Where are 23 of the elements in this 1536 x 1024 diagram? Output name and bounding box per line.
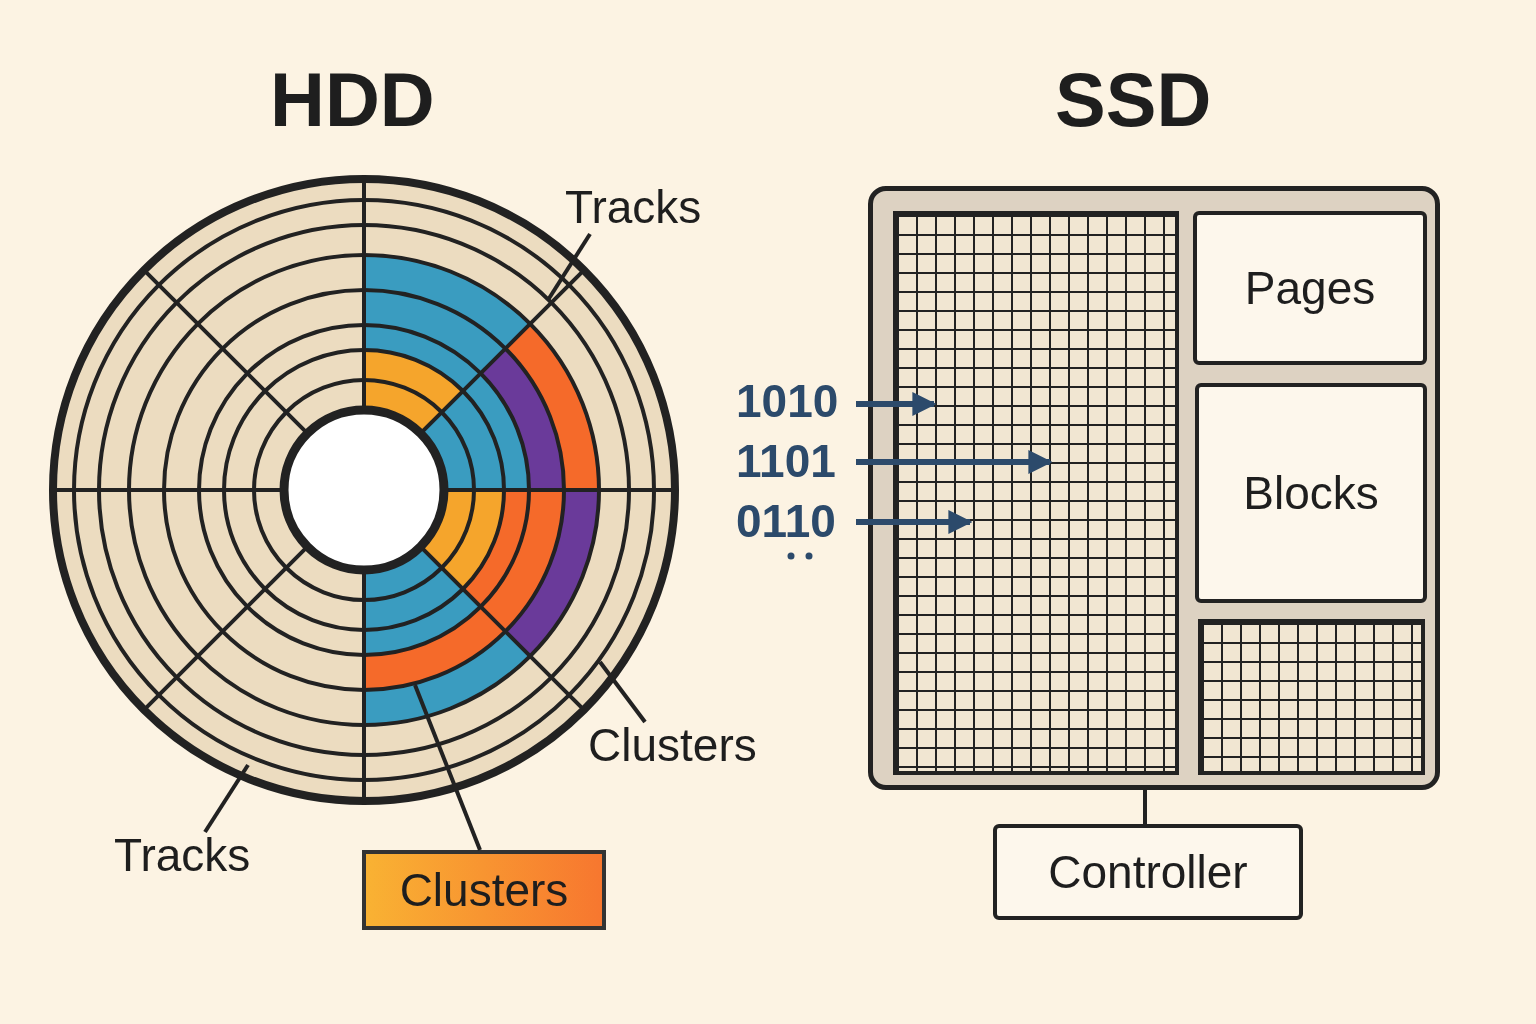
binary-data-label: 0110 <box>736 498 856 544</box>
highlighted-label: Clusters <box>362 850 606 930</box>
memory-cell-grid <box>1198 619 1425 775</box>
part-label: Tracks <box>114 832 264 882</box>
ssd-casing <box>868 186 1440 790</box>
part-label: Clusters <box>588 722 778 772</box>
arrow <box>856 510 973 534</box>
leader-line <box>546 232 592 302</box>
blocks-box: Blocks <box>1195 383 1427 603</box>
binary-data-label: 1010 <box>736 378 856 424</box>
heading: HDD <box>270 62 435 138</box>
heading: SSD <box>1055 62 1212 138</box>
leader-line <box>1143 790 1147 824</box>
part-label: Tracks <box>565 184 715 234</box>
leader-line <box>598 660 647 724</box>
leader-line <box>413 684 482 851</box>
memory-cell-grid <box>893 211 1179 775</box>
binary-data-label: 1101 <box>736 438 856 484</box>
arrow <box>856 392 937 416</box>
controller-box: Controller <box>993 824 1303 920</box>
leader-line <box>203 763 250 834</box>
arrow <box>856 450 1053 474</box>
pages-box: Pages <box>1193 211 1427 365</box>
